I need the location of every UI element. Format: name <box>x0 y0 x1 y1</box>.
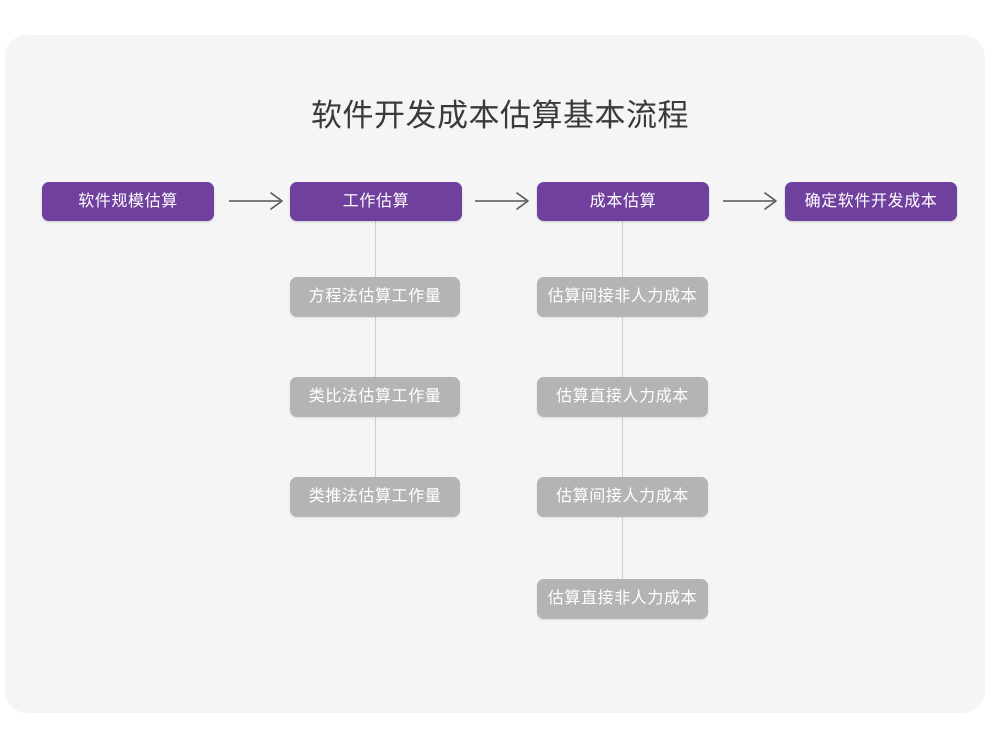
step-node-equation-method-effort[interactable]: 方程法估算工作量 <box>290 277 460 317</box>
step-node-direct-non-labor-cost[interactable]: 估算直接非人力成本 <box>537 579 708 619</box>
arrow-right-icon-3 <box>723 192 777 210</box>
connector-line-stage2 <box>375 220 376 517</box>
stage-node-label: 工作估算 <box>342 192 410 210</box>
arrow-right-icon-1 <box>229 192 283 210</box>
card-background <box>5 35 985 713</box>
step-node-indirect-non-labor-cost[interactable]: 估算间接非人力成本 <box>537 277 708 317</box>
stage-node-label: 确定软件开发成本 <box>804 192 938 210</box>
connector-line-stage3 <box>622 220 623 619</box>
step-node-label: 估算间接非人力成本 <box>547 288 698 305</box>
step-node-indirect-labor-cost[interactable]: 估算间接人力成本 <box>537 477 708 517</box>
step-node-label: 类推法估算工作量 <box>308 488 442 505</box>
step-node-direct-labor-cost[interactable]: 估算直接人力成本 <box>537 377 708 417</box>
stage-node-label: 成本估算 <box>589 192 657 210</box>
stage-node-label: 软件规模估算 <box>78 192 178 210</box>
step-node-inference-method-effort[interactable]: 类推法估算工作量 <box>290 477 460 517</box>
step-node-label: 方程法估算工作量 <box>308 288 442 305</box>
stage-node-determine-development-cost[interactable]: 确定软件开发成本 <box>785 182 957 221</box>
step-node-analogy-method-effort[interactable]: 类比法估算工作量 <box>290 377 460 417</box>
stage-node-effort-estimation[interactable]: 工作估算 <box>290 182 462 221</box>
step-node-label: 估算直接人力成本 <box>556 388 689 405</box>
step-node-label: 类比法估算工作量 <box>308 388 442 405</box>
arrow-right-icon-2 <box>475 192 529 210</box>
step-node-label: 估算间接人力成本 <box>556 488 689 505</box>
stage-node-software-size-estimation[interactable]: 软件规模估算 <box>42 182 214 221</box>
page-title: 软件开发成本估算基本流程 <box>311 98 689 133</box>
step-node-label: 估算直接非人力成本 <box>547 590 698 607</box>
stage-node-cost-estimation[interactable]: 成本估算 <box>537 182 709 221</box>
